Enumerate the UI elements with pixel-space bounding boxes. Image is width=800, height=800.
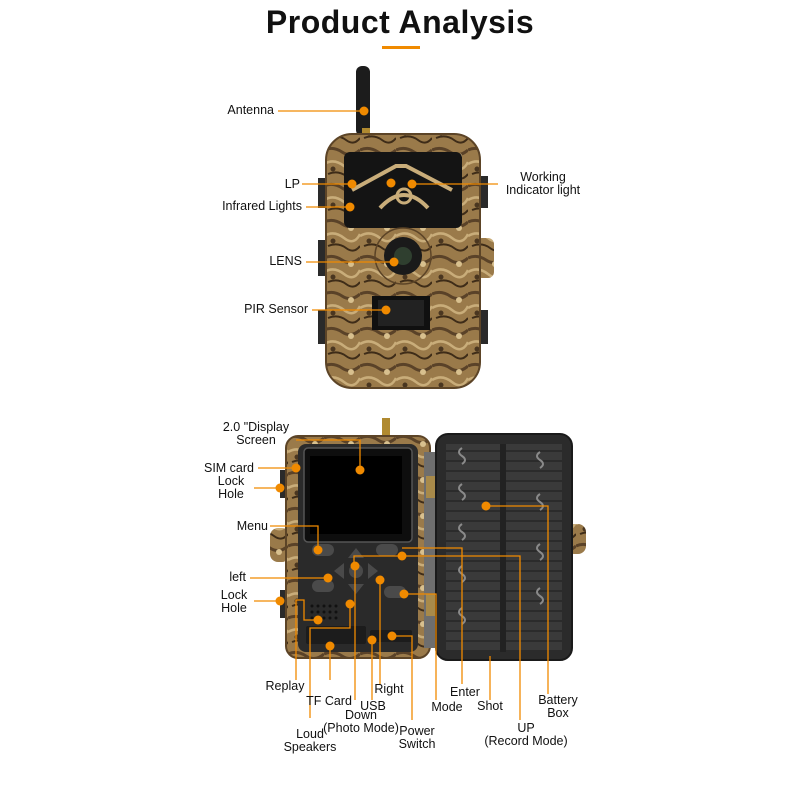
label-usb: USB: [360, 699, 386, 713]
label-mode: Mode: [431, 700, 463, 714]
label-right: Right: [374, 682, 404, 696]
label-menu: Menu: [236, 519, 268, 533]
label-loud-speakers: Loud Speakers: [283, 727, 337, 754]
label-lens: LENS: [269, 254, 302, 268]
label-antenna: Antenna: [227, 103, 274, 117]
antenna-icon: [356, 66, 370, 136]
marker-dots: [275, 106, 491, 651]
label-pir-sensor: PIR Sensor: [244, 302, 308, 316]
label-display-screen: 2.0 "Display Screen: [222, 420, 290, 447]
label-sim-card: SIM card: [203, 461, 254, 475]
label-down: Down (Photo Mode): [323, 708, 399, 735]
label-up: UP (Record Mode): [484, 721, 568, 748]
label-tf-card: TF Card: [306, 694, 352, 708]
label-shot: Shot: [477, 699, 503, 713]
label-battery-box: Battery Box: [538, 693, 578, 720]
camera-front: [318, 66, 494, 389]
leader-lines: [250, 110, 549, 720]
camera-back: [270, 418, 586, 661]
label-replay: Replay: [265, 679, 305, 693]
title-underline: [382, 46, 420, 49]
label-power-switch: Power Switch: [398, 724, 436, 751]
label-infrared-lights: Infrared Lights: [222, 199, 302, 213]
label-lock-hole-top: Lock Hole: [217, 474, 245, 501]
label-lp: LP: [284, 177, 300, 191]
label-left: left: [229, 570, 246, 584]
label-working-indicator: Working Indicator light: [505, 170, 581, 197]
label-lock-hole-bottom: Lock Hole: [220, 588, 248, 615]
page-title: Product Analysis: [265, 4, 535, 40]
label-enter: Enter: [450, 685, 480, 699]
